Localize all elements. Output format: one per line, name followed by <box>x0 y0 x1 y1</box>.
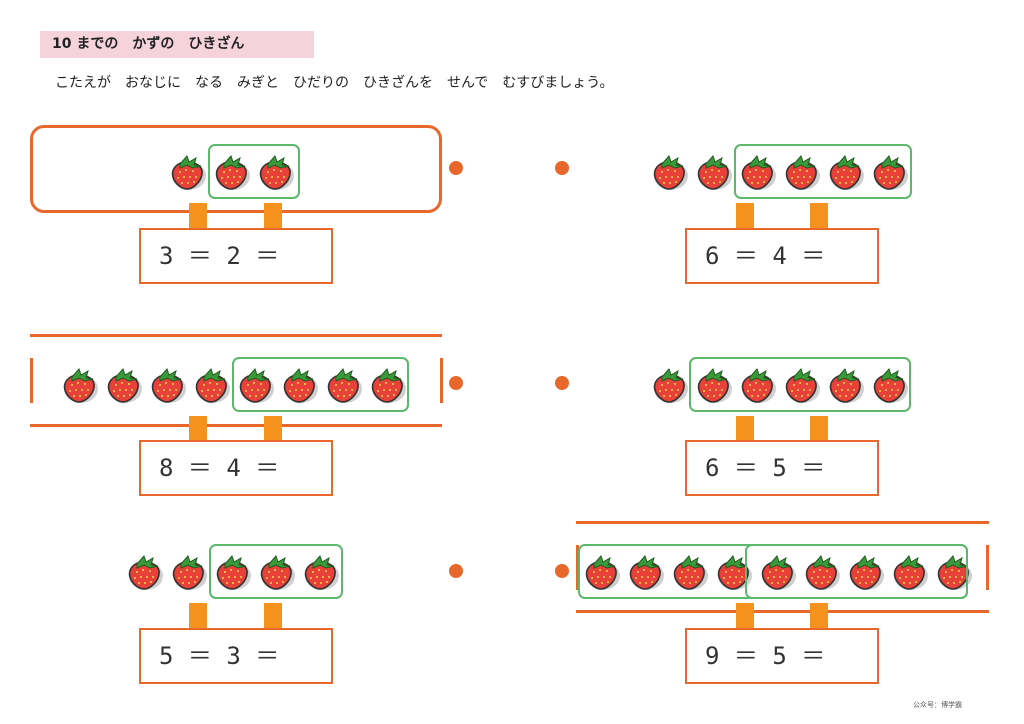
equation-box: 3 ＝ 2 ＝ <box>139 228 333 284</box>
connect-dot[interactable] <box>555 564 569 578</box>
strawberry-icon <box>104 365 144 405</box>
answer-line <box>30 424 442 427</box>
strawberry-icon <box>148 365 188 405</box>
strawberry-icon <box>60 365 100 405</box>
group-box <box>232 357 409 412</box>
answer-line <box>30 334 442 337</box>
strawberry-icon <box>125 552 165 592</box>
strawberry-icon <box>192 365 232 405</box>
group-box <box>689 357 911 412</box>
strawberry-icon <box>169 552 209 592</box>
connect-dot[interactable] <box>555 161 569 175</box>
answer-line <box>576 521 989 524</box>
connect-dot[interactable] <box>449 161 463 175</box>
group-box <box>745 544 968 599</box>
connect-dot[interactable] <box>555 376 569 390</box>
group-box <box>209 544 343 599</box>
equation-box: 5 ＝ 3 ＝ <box>139 628 333 684</box>
equation-box: 8 ＝ 4 ＝ <box>139 440 333 496</box>
instruction-text: こたえが おなじに なる みぎと ひだりの ひきざんを せんで むすびましょう。 <box>55 75 614 91</box>
equation-box: 6 ＝ 4 ＝ <box>685 228 879 284</box>
connect-dot[interactable] <box>449 564 463 578</box>
footer-credit: 公众号：博学霸 <box>913 701 962 709</box>
strawberry-icon <box>650 152 690 192</box>
answer-line <box>30 358 33 403</box>
answer-line <box>440 358 443 403</box>
strawberry-icon <box>168 152 208 192</box>
answer-line <box>986 545 989 590</box>
equation-box: 9 ＝ 5 ＝ <box>685 628 879 684</box>
strawberry-icon <box>650 365 690 405</box>
strawberry-icon <box>694 152 734 192</box>
equation-box: 6 ＝ 5 ＝ <box>685 440 879 496</box>
group-box <box>208 144 300 199</box>
answer-line <box>576 545 579 590</box>
group-box <box>734 144 912 199</box>
answer-frame <box>30 125 442 213</box>
worksheet-title: 10 までの かずの ひきざん <box>40 31 314 58</box>
answer-line <box>576 610 989 613</box>
connect-dot[interactable] <box>449 376 463 390</box>
